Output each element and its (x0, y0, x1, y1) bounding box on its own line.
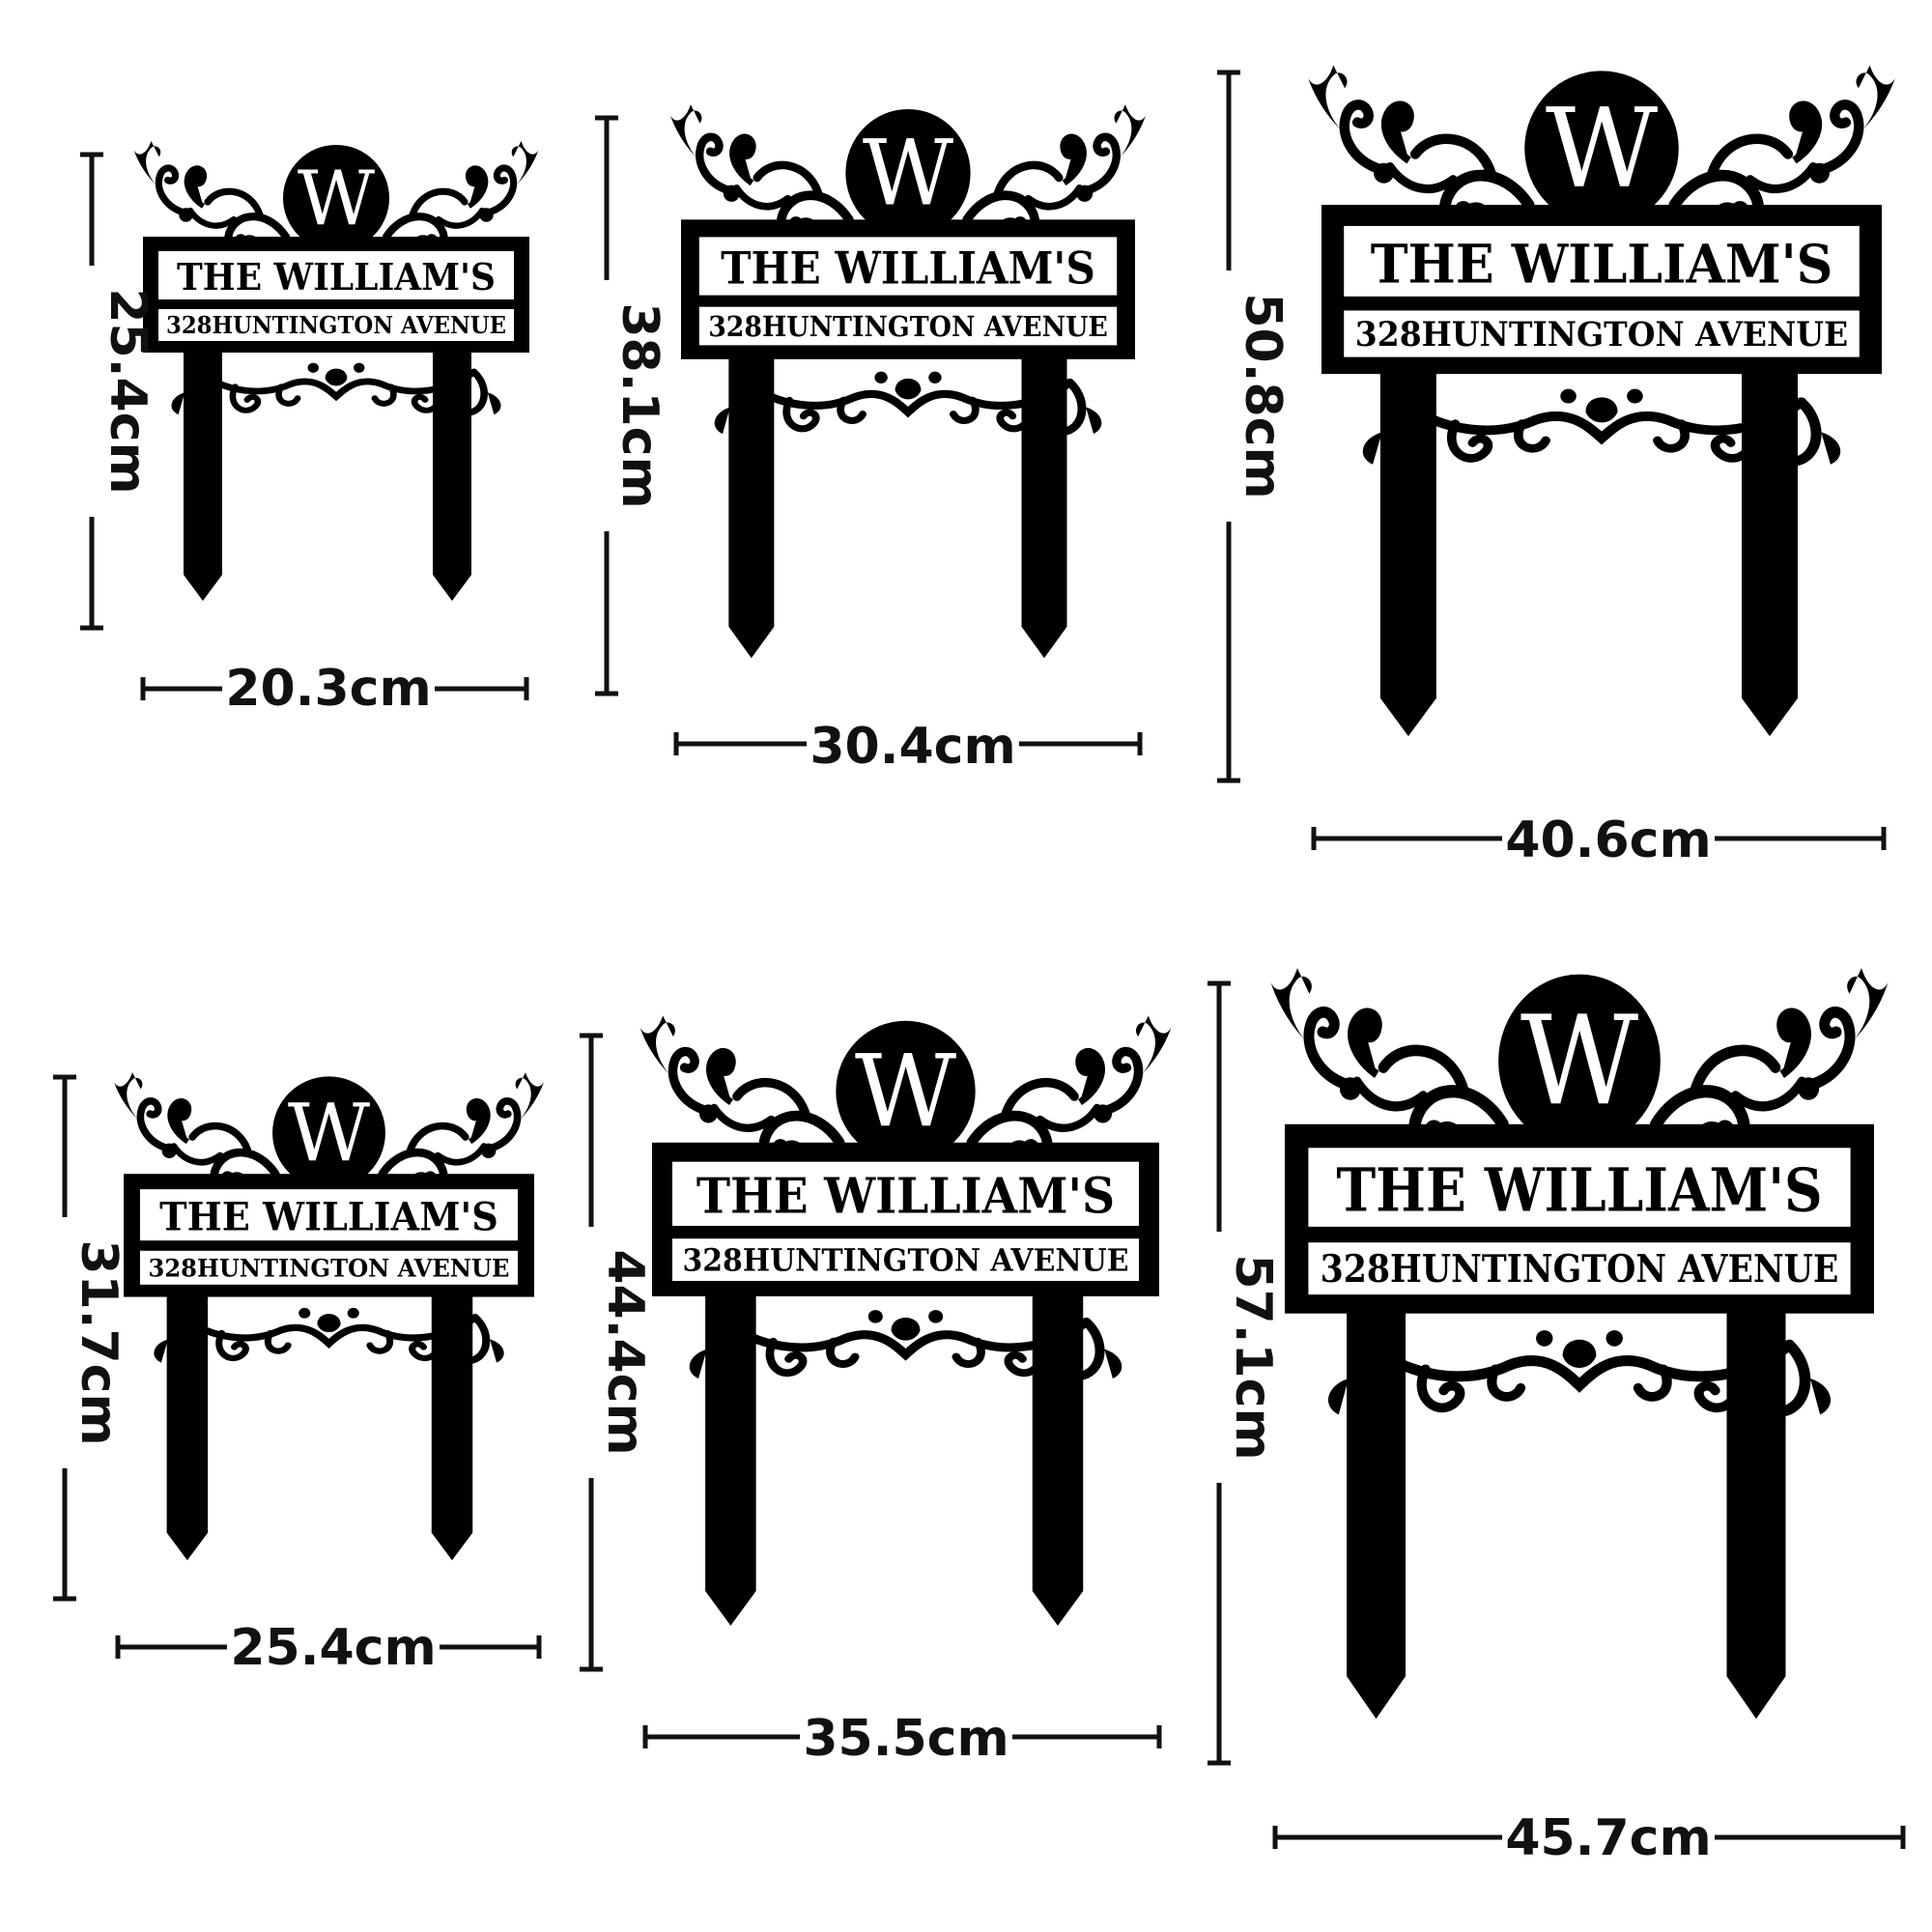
width-dimension: 25.4cm (115, 1619, 542, 1677)
height-label: 57.1cm (1224, 1254, 1282, 1460)
address-text: 328HUNTINGTON AVENUE (708, 309, 1108, 342)
dimensions-3: 50.8cm 40.6cm (1217, 70, 1887, 869)
width-label: 35.5cm (803, 1710, 1009, 1768)
width-dimension: 40.6cm (1311, 811, 1887, 869)
name-strip (698, 237, 1118, 296)
monogram-letter: W (863, 121, 954, 226)
monogram-disc (283, 145, 389, 251)
name-strip (1344, 225, 1860, 297)
height-dimension: 25.4cm (80, 152, 156, 631)
height-label: 25.4cm (99, 288, 156, 494)
monogram-letter: W (288, 1086, 370, 1179)
address-strip (672, 1238, 1139, 1282)
family-name-text: THE WILLIAM'S (177, 255, 496, 298)
monogram-disc (836, 1020, 976, 1162)
width-label: 45.7cm (1505, 1809, 1711, 1867)
address-text: 328HUNTINGTON AVENUE (149, 1254, 510, 1283)
monogram-disc (272, 1076, 385, 1190)
address-strip (698, 306, 1118, 346)
family-name-text: THE WILLIAM'S (721, 242, 1095, 295)
monogram-letter: W (298, 156, 375, 242)
yard-sign-1: W THE WILLIAM'S 328HUNTINGTON AVENUE (134, 141, 539, 601)
address-text: 328HUNTINGTON AVENUE (1321, 1246, 1839, 1292)
dimensions-2: 38.1cm 30.4cm (595, 115, 1143, 776)
monogram-letter: W (855, 1034, 956, 1151)
address-strip (158, 309, 514, 341)
dimensions-6: 57.1cm 45.7cm (1208, 980, 1906, 1867)
width-dimension: 20.3cm (140, 660, 529, 718)
name-strip (1308, 1148, 1851, 1227)
address-text: 328HUNTINGTON AVENUE (166, 311, 506, 339)
address-strip (1344, 310, 1860, 357)
name-strip (158, 251, 514, 299)
address-text: 328HUNTINGTON AVENUE (1355, 315, 1848, 355)
width-label: 20.3cm (225, 660, 431, 718)
monogram-disc (1524, 71, 1679, 226)
family-name-text: THE WILLIAM'S (1336, 1156, 1822, 1226)
width-dimension: 30.4cm (673, 718, 1143, 776)
yard-sign-2: W THE WILLIAM'S 328HUNTINGTON AVENUE (670, 104, 1146, 659)
width-label: 25.4cm (230, 1619, 436, 1677)
width-label: 30.4cm (810, 718, 1015, 776)
height-dimension: 44.4cm (580, 1033, 654, 1672)
address-strip (140, 1250, 518, 1285)
yard-sign-3: W THE WILLIAM'S 328HUNTINGTON AVENUE (1308, 66, 1895, 737)
monogram-letter: W (1520, 991, 1639, 1134)
monogram-disc (1498, 974, 1661, 1149)
monogram-disc (845, 108, 971, 238)
family-name-text: THE WILLIAM'S (1371, 233, 1833, 296)
height-dimension: 38.1cm (595, 115, 668, 696)
height-dimension: 31.7cm (53, 1074, 128, 1602)
family-name-text: THE WILLIAM'S (159, 1194, 498, 1240)
height-dimension: 57.1cm (1208, 980, 1282, 1766)
height-label: 44.4cm (596, 1249, 654, 1455)
dimensions-4: 31.7cm 25.4cm (53, 1074, 542, 1677)
height-label: 38.1cm (611, 302, 668, 508)
dimensions-1: 25.4cm 20.3cm (80, 152, 529, 718)
width-label: 40.6cm (1505, 811, 1711, 869)
yard-sign-5: W THE WILLIAM'S 328HUNTINGTON AVENUE (640, 1015, 1172, 1626)
address-text: 328HUNTINGTON AVENUE (683, 1242, 1129, 1278)
yard-sign-6: W THE WILLIAM'S 328HUNTINGTON AVENUE (1271, 968, 1889, 1719)
name-strip (140, 1189, 518, 1241)
width-dimension: 45.7cm (1272, 1809, 1906, 1867)
monogram-letter: W (1546, 85, 1659, 213)
family-name-text: THE WILLIAM'S (696, 1167, 1115, 1224)
dimensions-5: 44.4cm 35.5cm (580, 1033, 1162, 1768)
height-label: 31.7cm (70, 1239, 128, 1445)
width-dimension: 35.5cm (642, 1710, 1162, 1768)
name-strip (672, 1161, 1139, 1226)
address-strip (1308, 1242, 1851, 1295)
height-dimension: 50.8cm (1217, 70, 1292, 783)
yard-sign-4: W THE WILLIAM'S 328HUNTINGTON AVENUE (114, 1072, 544, 1561)
height-label: 50.8cm (1234, 293, 1292, 498)
